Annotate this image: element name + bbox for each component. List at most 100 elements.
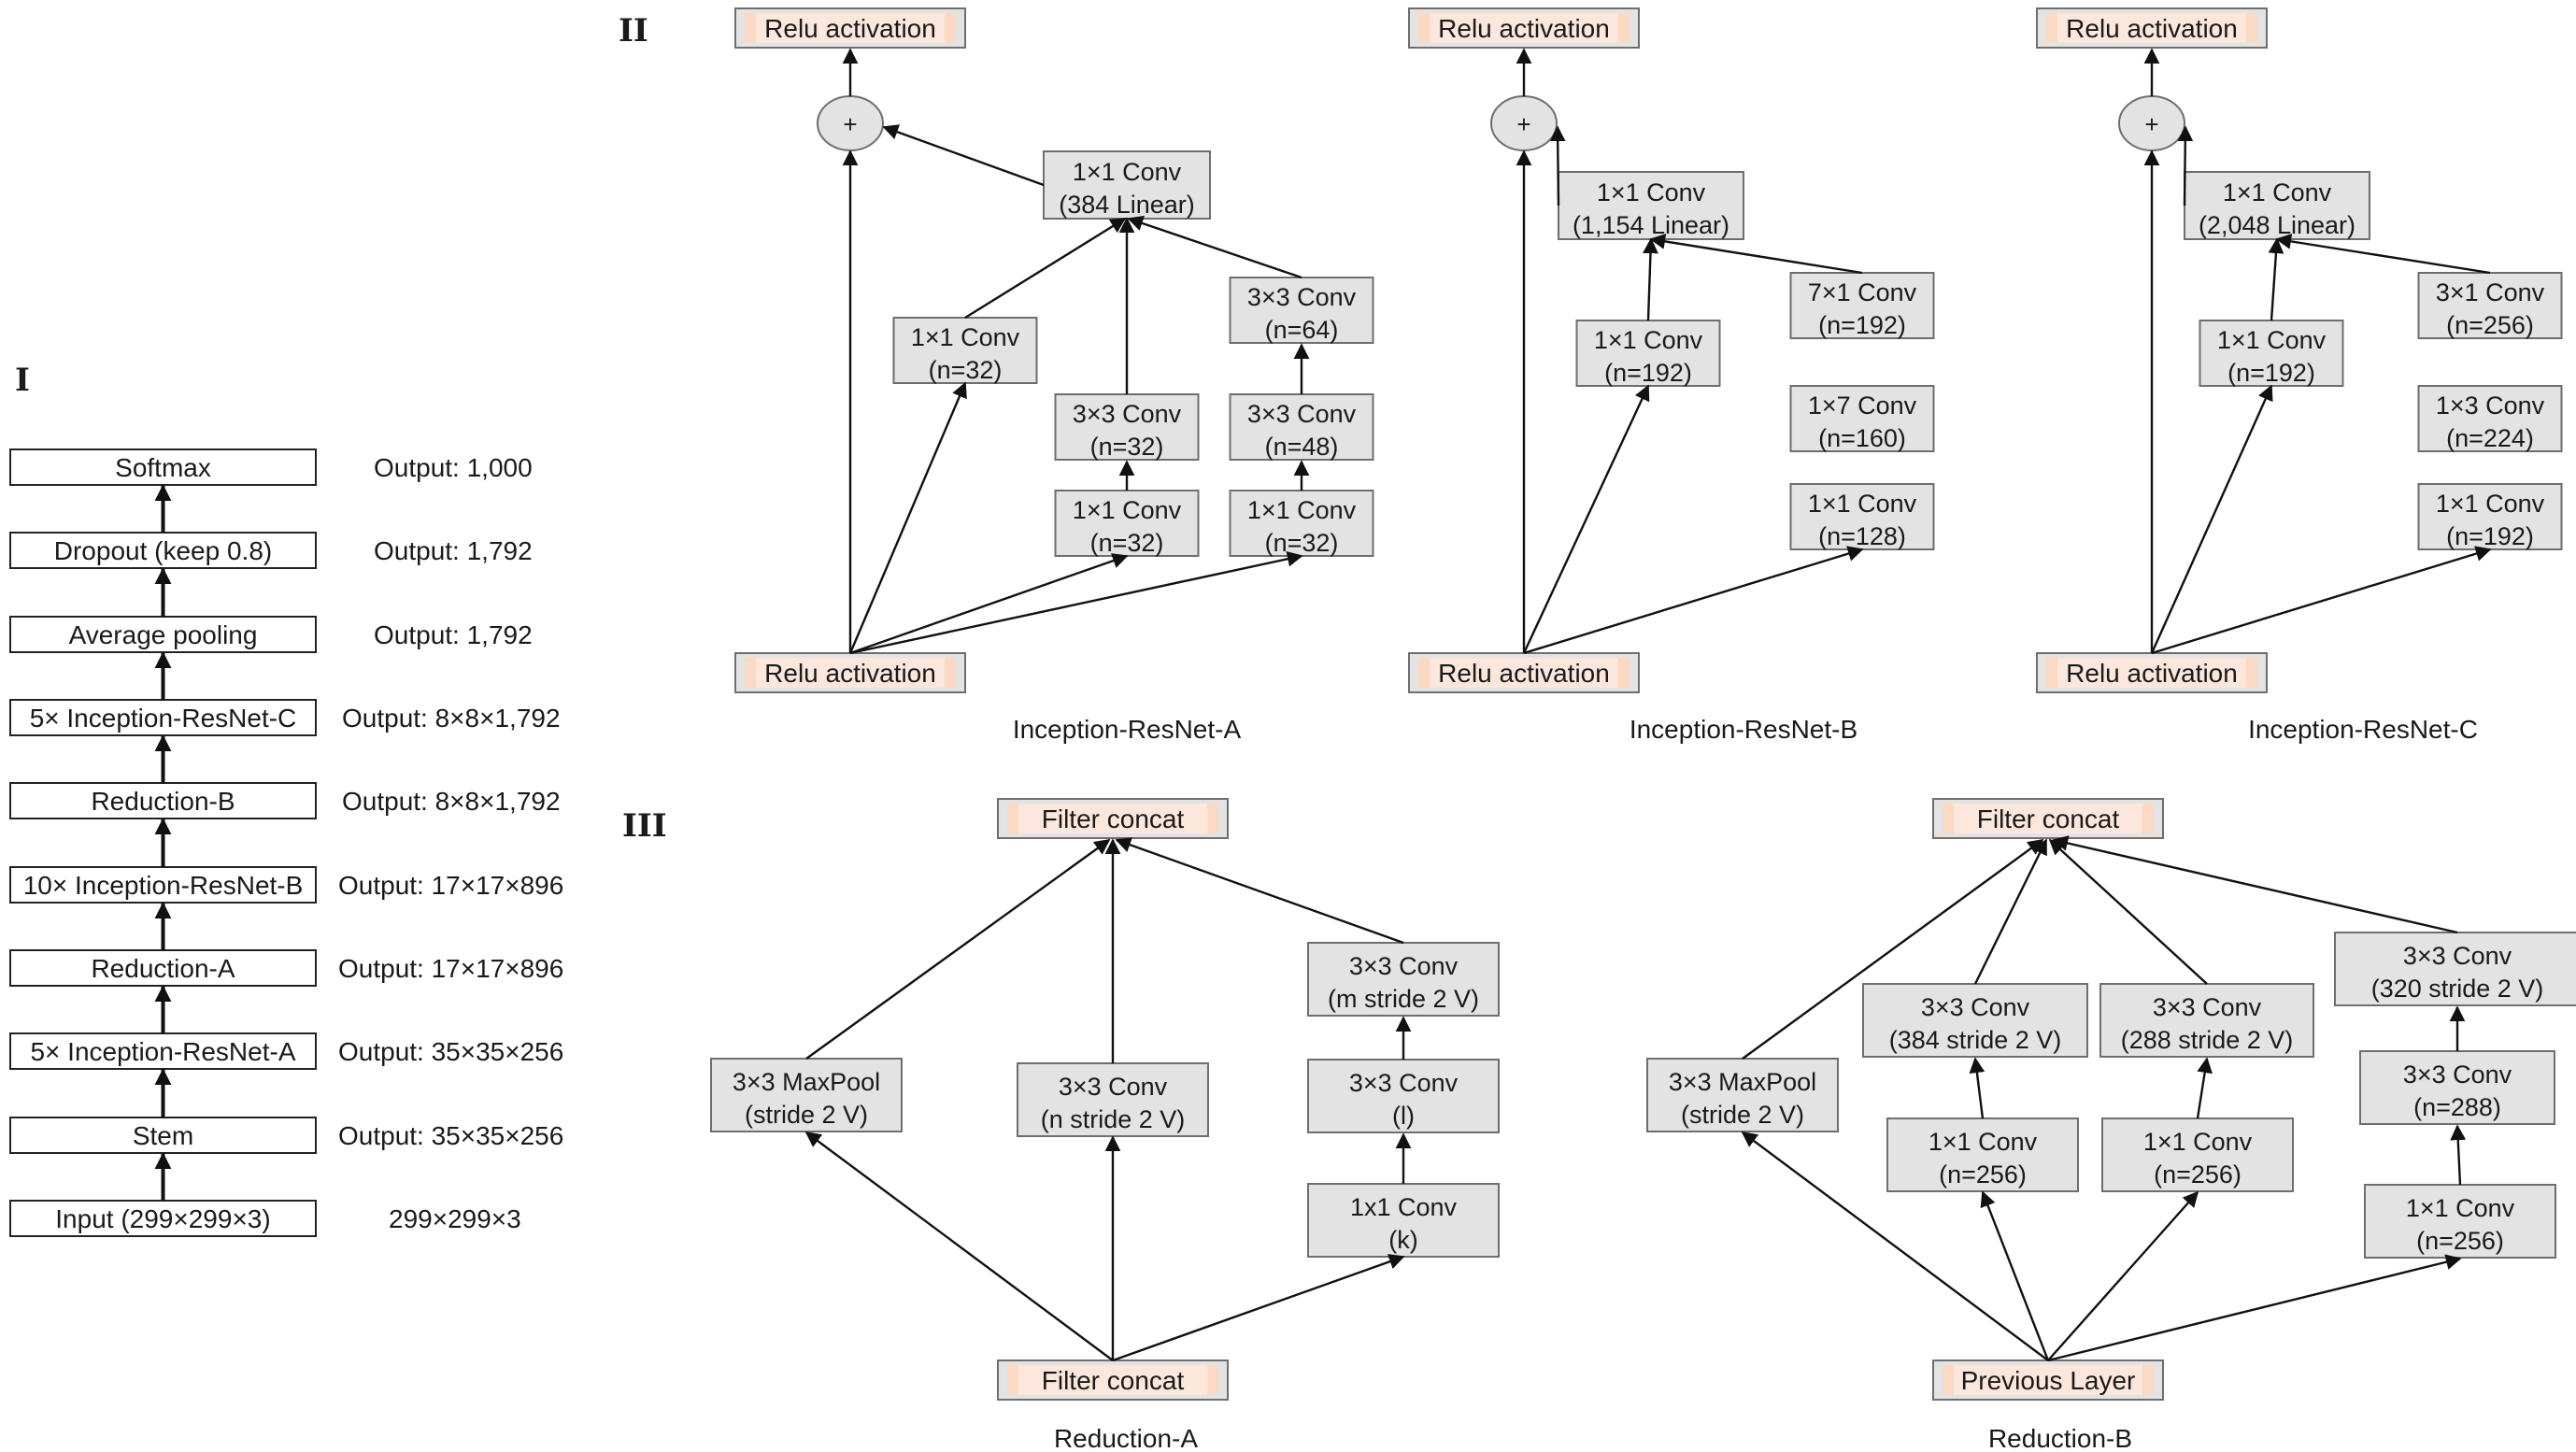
reduction-a-branch3-3x3-conv-3-line1: 3×3 Conv: [1349, 952, 1459, 980]
reduction-b-branch4-3x3-conv-2-line1: 3×3 Conv: [2403, 1061, 2512, 1089]
reduction-b-branch4-1x1-conv-1-box: [2364, 1184, 2556, 1259]
inception-resnet-a-branch3-3x3-conv-2-line1: 3×3 Conv: [1247, 400, 1357, 428]
inception-resnet-a-branch3-3x3-conv-2: 3×3 Conv (n=48): [1229, 393, 1374, 461]
inception-resnet-b-arrow-input-to-branch2: [1523, 546, 1864, 655]
stack-softmax-box: [9, 448, 317, 486]
stack-softmax-output: Output: 1,000: [374, 453, 533, 482]
inception-resnet-c-branch2-1x3-conv-2-box: [2417, 385, 2563, 452]
inception-resnet-b-merge-conv-line1: 1×1 Conv: [1597, 178, 1706, 206]
inception-resnet-a-arrow-branch3-to-merge: [1127, 215, 1302, 279]
reduction-a-branch1-3x3-maxpool-1: 3×3 MaxPool(stride 2 V): [710, 1058, 903, 1132]
reduction-b-branch4-3x3-conv-3: 3×3 Conv(320 stride 2 V): [2334, 932, 2576, 1006]
inception-resnet-b-sum-node: +: [1490, 95, 1558, 151]
reduction-a-branch2-3x3-conv-1-box: [1017, 1062, 1209, 1137]
inception-resnet-c-top-relu-label: Relu activation: [2066, 14, 2238, 43]
inception-resnet-c-branch2-1x3-conv-2-line2: (n=224): [2446, 424, 2534, 452]
inception-resnet-a-branch1-1x1-conv-1: 1×1 Conv(n=32): [892, 317, 1038, 384]
inception-resnet-a-arrow-input-to-branch2: [849, 553, 1129, 655]
inception-resnet-c-arrow-input-to-branch2: [2151, 546, 2492, 655]
inception-resnet-c-top-relu: Relu activation: [2036, 7, 2268, 49]
stack-10x-inception-resnet-b-output: Output: 17×17×896: [338, 871, 563, 900]
reduction-b-branch2-3x3-conv-2-line2: (384 stride 2 V): [1889, 1026, 2062, 1054]
stack-dropout-keep-0-8: Dropout (keep 0.8)Output: 1,792: [9, 532, 533, 569]
stack-input-299x299x3-box: [9, 1200, 317, 1237]
inception-resnet-b-top-relu: Relu activation: [1408, 7, 1640, 49]
section-label-i: I: [15, 362, 30, 399]
reduction-b-branch2-3x3-conv-2-box: [1862, 983, 2088, 1058]
inception-resnet-a-branch3-1x1-conv-1: 1×1 Conv(n=32): [1229, 490, 1374, 557]
stack-reduction-b: Reduction-B Output: 8×8×1,792: [9, 782, 561, 819]
reduction-a-arrow-input-to-branch3: [1112, 1254, 1405, 1362]
inception-resnet-b-branch2-1x7-conv-2-line2: (n=160): [1818, 424, 1906, 452]
stack-input-299x299x3-output: 299×299×3: [389, 1204, 521, 1233]
reduction-a-arrow-branch1-to-concat: [805, 839, 1111, 1060]
inception-resnet-b-arrow-branch1-to-merge: [1643, 237, 1658, 321]
inception-resnet-a-branch3-1x1-conv-1-box: [1229, 490, 1374, 557]
inception-resnet-b-top-relu-highlight-inner: [1430, 13, 1618, 43]
stack-5x-inception-resnet-a-box: [9, 1032, 317, 1070]
inception-resnet-c-bottom-relu-label: Relu activation: [2066, 659, 2238, 688]
reduction-b-branch4-3x3-conv-2-line2: (n=288): [2413, 1093, 2501, 1121]
inception-resnet-c-branch1-1x1-conv-1-line1: 1×1 Conv: [2217, 326, 2327, 354]
reduction-b-branch2-1x1-conv-1-line1: 1×1 Conv: [1928, 1128, 2038, 1156]
reduction-b-arrow-input-to-branch1: [1741, 1131, 2049, 1361]
reduction-b-branch3-1x1-conv-1-line1: 1×1 Conv: [2143, 1128, 2253, 1156]
inception-resnet-c-bottom-relu-highlight-inner: [2057, 658, 2246, 688]
section-label-ii: II: [619, 12, 648, 50]
inception-resnet-a-branch1-1x1-conv-1-line2: (n=32): [929, 356, 1003, 384]
reduction-a-arrow-branch3-to-concat: [1115, 837, 1404, 945]
inception-resnet-a-branch1-1x1-conv-1-box: [892, 317, 1038, 384]
stack-reduction-b-output: Output: 8×8×1,792: [342, 787, 561, 816]
inception-resnet-b-branch2-1x7-conv-2-line1: 1×7 Conv: [1808, 391, 1917, 420]
reduction-a-branch3-3x3-conv-3-line2: (m stride 2 V): [1328, 985, 1479, 1013]
inception-resnet-c-top-relu-highlight-inner: [2057, 13, 2246, 43]
stack-reduction-a-output: Output: 17×17×896: [338, 954, 563, 983]
inception-resnet-b-merge-conv: 1×1 Conv(1,154 Linear): [1558, 171, 1744, 240]
inception-resnet-c-arrow-branch2-to-merge: [2275, 234, 2491, 275]
reduction-b-branch2-3x3-conv-2-line1: 3×3 Conv: [1921, 993, 2030, 1021]
inception-resnet-c-branch2-3x1-conv-3-line1: 3×1 Conv: [2436, 278, 2545, 306]
stack-5x-inception-resnet-a-output: Output: 35×35×256: [338, 1037, 563, 1066]
reduction-a-branch3-1x1-conv-1-line1: 1x1 Conv: [1350, 1193, 1458, 1221]
reduction-a-branch3-3x3-conv-3-box: [1307, 942, 1500, 1017]
inception-resnet-c-branch2-3x1-conv-3-line2: (n=256): [2446, 311, 2534, 339]
reduction-b-arrow-branch2-to-concat: [1973, 838, 2048, 985]
reduction-b-branch3-3x3-conv-2: 3×3 Conv(288 stride 2 V): [2099, 983, 2314, 1058]
reduction-b-branch4-3x3-conv-3-line1: 3×3 Conv: [2403, 942, 2512, 970]
reduction-a-top-concat-label: Filter concat: [1042, 804, 1185, 833]
inception-resnet-b-title: Inception-ResNet-B: [1630, 715, 1857, 744]
inception-resnet-b-branch2-1x1-conv-1-line1: 1×1 Conv: [1808, 490, 1917, 518]
inception-resnet-b-sum-symbol: +: [1516, 110, 1530, 138]
inception-resnet-a-branch3-3x3-conv-2-line2: (n=48): [1265, 433, 1339, 461]
inception-resnet-a-branch2-1x1-conv-1: 1×1 Conv(n=32): [1054, 490, 1200, 557]
reduction-b-bottom-input-highlight-inner: [1954, 1365, 2142, 1395]
stack-reduction-b-label: Reduction-B: [91, 787, 235, 816]
inception-resnet-c-branch2-1x1-conv-1-line2: (n=192): [2446, 522, 2534, 550]
reduction-b-branch1-3x3-maxpool-1: 3×3 MaxPool(stride 2 V): [1646, 1058, 1839, 1132]
inception-resnet-c-merge-conv: 1×1 Conv(2,048 Linear): [2184, 171, 2370, 240]
inception-resnet-c-branch1-1x1-conv-1-box: [2199, 320, 2344, 387]
stack-input-299x299x3-label: Input (299×299×3): [55, 1204, 270, 1233]
inception-resnet-b-branch2-1x1-conv-1-box: [1789, 483, 1935, 550]
stack-stem-label: Stem: [133, 1121, 193, 1150]
reduction-a-branch1-3x3-maxpool-1-box: [710, 1058, 903, 1132]
inception-resnet-a-bottom-relu-highlight-inner: [756, 658, 945, 688]
inception-resnet-c-branch1-1x1-conv-1: 1×1 Conv(n=192): [2199, 320, 2344, 387]
inception-resnet-b-branch2-7x1-conv-3-line1: 7×1 Conv: [1808, 278, 1917, 306]
reduction-a-branch3-1x1-conv-1-line2: (k): [1388, 1226, 1417, 1254]
reduction-a-bottom-input-label: Filter concat: [1042, 1366, 1185, 1395]
inception-resnet-a-branch3-3x3-conv-2-box: [1229, 393, 1374, 461]
inception-resnet-a-branch2-1x1-conv-1-box: [1054, 490, 1200, 557]
reduction-b-branch3-3x3-conv-2-line2: (288 stride 2 V): [2121, 1026, 2294, 1054]
reduction-a-branch3-3x3-conv-3: 3×3 Conv (m stride 2 V): [1307, 942, 1500, 1017]
reduction-b-branch3-1x1-conv-1-line2: (n=256): [2154, 1160, 2242, 1189]
inception-resnet-b-branch2-7x1-conv-3: 7×1 Conv(n=192): [1789, 272, 1935, 339]
reduction-a-bottom-input: Filter concat: [997, 1359, 1229, 1401]
